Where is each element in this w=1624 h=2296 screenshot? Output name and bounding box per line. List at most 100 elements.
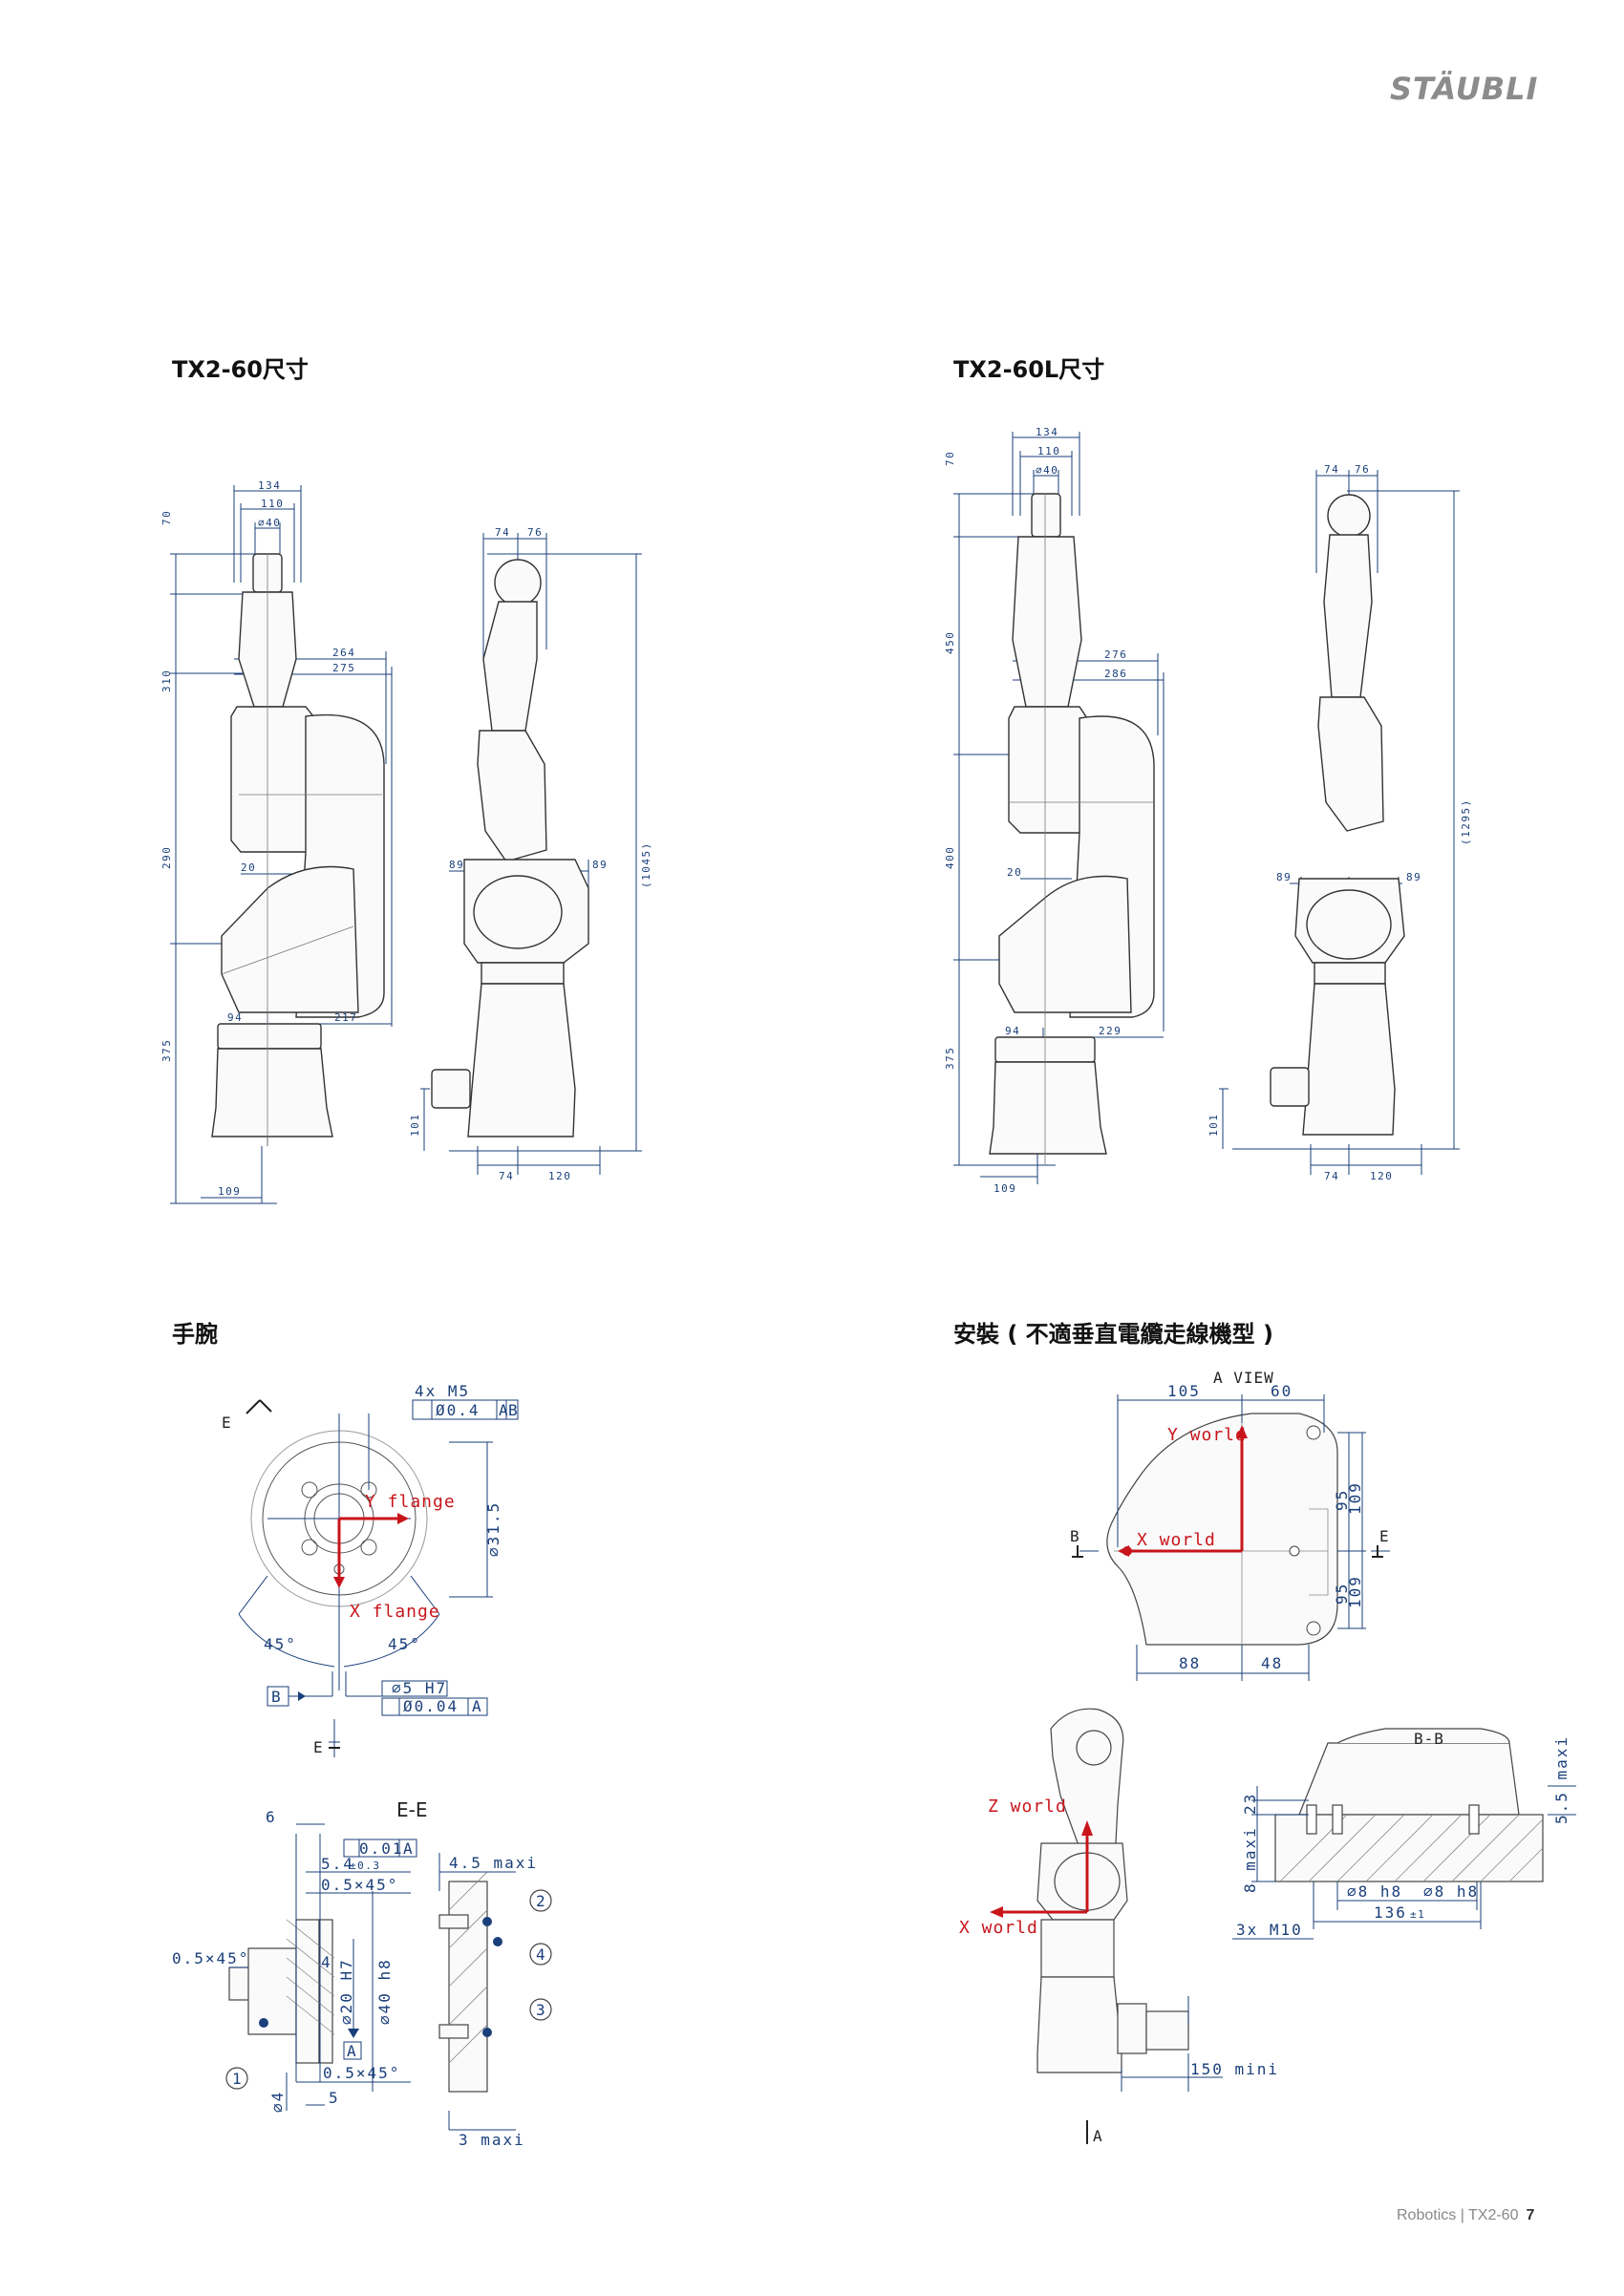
tx2-60l-dim-400: 400 (944, 846, 956, 869)
tx2-60l-dim-120: 120 (1370, 1170, 1393, 1182)
ee-dia-40-h8: ⌀40 h8 (375, 1958, 394, 2025)
ee-dim-5-4-tol: ±0.3 (350, 1860, 381, 1872)
ee-callout-1: 1 (232, 2070, 244, 2088)
ee-dia-4: ⌀4 (268, 2091, 287, 2113)
tx2-60l-dim-74b: 74 (1324, 1170, 1339, 1182)
tx2-60l-dim-76: 76 (1355, 463, 1370, 476)
ee-callout-4: 4 (536, 1945, 547, 1964)
mount-dim-95-bottom: 95 (1333, 1583, 1351, 1605)
section-title-wrist: 手腕 (172, 1321, 218, 1348)
tx2-60-dim-89a: 89 (449, 859, 464, 871)
logo-text: STÄUBLI (1390, 71, 1539, 107)
tx2-60-dim-1045: (1045) (640, 841, 652, 888)
mount-dim-8-maxi: 8 maxi (1241, 1826, 1259, 1893)
tx2-60-dim-134: 134 (258, 479, 281, 492)
ee-chamfer-3: 0.5×45° (323, 2064, 400, 2082)
mount-dim-136: 136 (1374, 1903, 1407, 1922)
ee-callout-2: 2 (536, 1892, 547, 1910)
tx2-60-dim-120: 120 (548, 1170, 571, 1182)
mount-dim-95-top: 95 (1333, 1489, 1351, 1511)
ee-chamfer-1: 0.5×45° (321, 1876, 398, 1894)
wrist-angle-45-right: 45° (388, 1635, 421, 1653)
mount-section-b: B (1070, 1527, 1080, 1545)
tx2-60-dim-74b: 74 (499, 1170, 514, 1182)
mount-bb-section-title: B-B (1414, 1730, 1444, 1748)
ee-callout-3: 3 (536, 2001, 547, 2019)
tx2-60l-dim-450: 450 (944, 631, 956, 654)
mount-a-view-title: A VIEW (1213, 1369, 1274, 1387)
tx2-60-dim-70: 70 (160, 510, 173, 525)
wrist-y-flange-label: Y flange (365, 1492, 456, 1512)
tx2-60-dim-76: 76 (527, 526, 543, 539)
wrist-dia-31-5: ⌀31.5 (484, 1501, 502, 1557)
ee-section-title: E-E (396, 1798, 428, 1821)
ee-dim-5-4: 5.4 (321, 1855, 354, 1873)
wrist-hole-spec: 4x M5 (415, 1382, 470, 1400)
mount-dim-88: 88 (1179, 1654, 1201, 1672)
footer-text: Robotics | TX2-60 (1397, 2207, 1519, 2223)
tx2-60-dim-40: ⌀40 (258, 517, 281, 529)
tx2-60l-dim-229: 229 (1099, 1025, 1122, 1037)
page-number: 7 (1526, 2207, 1535, 2223)
tx2-60l-dim-134: 134 (1036, 426, 1058, 438)
tx2-60l-dim-286: 286 (1104, 668, 1127, 680)
mount-section-e: E (1379, 1527, 1390, 1545)
ee-datum-a: A (347, 2042, 358, 2060)
ee-chamfer-2: 0.5×45° (172, 1949, 249, 1967)
tx2-60l-dim-70: 70 (944, 451, 956, 466)
wrist-ee-section-drawing: E-E 6 0.01 A 5.4 ±0.3 0.5×45° 0.5×45° 0.… (172, 1798, 552, 2149)
tx2-60l-dim-89a: 89 (1276, 871, 1292, 883)
tx2-60l-dim-110: 110 (1037, 445, 1060, 457)
tx2-60l-dimension-drawing: 134 110 ⌀40 70 450 276 286 400 20 94 229… (944, 426, 1472, 1195)
ee-flatness: 0.01 (359, 1839, 404, 1858)
wrist-datum-b: B (508, 1401, 520, 1419)
wrist-datum-b-box: B (271, 1688, 283, 1706)
wrist-section-e-top: E (222, 1414, 232, 1432)
tx2-60-dim-275: 275 (332, 662, 355, 674)
mount-dim-105: 105 (1167, 1382, 1201, 1400)
mount-x-world-2-label: X world (959, 1918, 1038, 1938)
mount-dim-109-top: 109 (1346, 1481, 1364, 1515)
tx2-60-dim-110: 110 (261, 498, 284, 510)
tx2-60l-dim-94: 94 (1005, 1025, 1020, 1037)
mount-dim-60: 60 (1271, 1382, 1293, 1400)
tx2-60l-dim-1295: (1295) (1460, 798, 1472, 845)
mount-m10-spec: 3x M10 (1236, 1921, 1303, 1939)
tx2-60-dim-264: 264 (332, 647, 355, 659)
tx2-60l-dim-276: 276 (1104, 648, 1127, 661)
tx2-60-dimension-drawing: 134 110 ⌀40 70 310 264 275 290 20 94 217… (160, 479, 652, 1204)
mount-x-world-label: X world (1137, 1530, 1216, 1550)
mount-dim-136-tol: ±1 (1410, 1908, 1425, 1921)
mount-dim-48: 48 (1261, 1654, 1283, 1672)
staubli-logo: STÄUBLI (1390, 71, 1562, 118)
section-title-mounting: 安裝 ( 不適垂直電纜走線機型 ) (953, 1321, 1274, 1348)
wrist-tolerance-004: Ø0.04 (403, 1697, 459, 1715)
tx2-60-dim-375: 375 (160, 1039, 173, 1062)
tx2-60l-dim-109: 109 (994, 1182, 1016, 1195)
wrist-angle-45-left: 45° (264, 1635, 297, 1653)
ee-dim-4: 4 (321, 1953, 332, 1971)
mount-dim-23: 23 (1241, 1793, 1259, 1815)
tx2-60l-dim-40: ⌀40 (1036, 464, 1058, 477)
tx2-60l-dim-20: 20 (1007, 866, 1022, 879)
ee-dia-20-h7: ⌀20 H7 (337, 1958, 355, 2025)
tx2-60-dim-74: 74 (495, 526, 510, 539)
mount-dim-5-5-maxi: 5.5 maxi (1552, 1735, 1571, 1824)
tx2-60-dim-290: 290 (160, 846, 173, 869)
tx2-60-dim-101: 101 (409, 1114, 421, 1137)
wrist-datum-a-2: A (472, 1697, 483, 1715)
mount-z-world-label: Z world (988, 1796, 1067, 1817)
mount-h8-right: ⌀8 h8 (1423, 1882, 1479, 1901)
ee-dim-5: 5 (329, 2089, 340, 2107)
tx2-60l-dim-74: 74 (1324, 463, 1339, 476)
tx2-60-dim-109: 109 (218, 1185, 241, 1198)
wrist-h7-dia: ⌀5 H7 (392, 1679, 447, 1697)
tx2-60-dim-89b: 89 (592, 859, 608, 871)
wrist-datum-a: A (499, 1401, 510, 1419)
ee-dim-4-5-maxi: 4.5 maxi (449, 1854, 538, 1872)
mount-h8-left: ⌀8 h8 (1347, 1882, 1402, 1901)
mounting-drawing: A VIEW 105 60 Y world X world 95 109 95 … (959, 1369, 1576, 2145)
tx2-60-dim-217: 217 (334, 1011, 357, 1024)
mount-y-world-label: Y world (1167, 1425, 1247, 1445)
wrist-flange-drawing: E E 4x M5 Ø0.4 A B Y flange X flange ⌀31… (222, 1382, 520, 1757)
